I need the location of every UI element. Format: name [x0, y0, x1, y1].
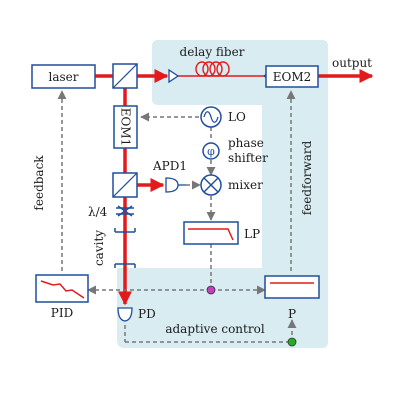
p-label: P: [288, 307, 296, 321]
pid-controller-box: [35, 274, 89, 303]
delay-fiber-label: delay fiber: [180, 45, 245, 59]
lo-label: LO: [228, 110, 246, 124]
phase-shifter-label-2: shifter: [228, 151, 268, 165]
laser-label: laser: [49, 70, 79, 84]
fiber-coupler-in-icon: [168, 68, 180, 84]
quarter-wave-label: λ/4: [88, 205, 108, 219]
eom1-label: EOM1: [119, 108, 133, 147]
phi-symbol-icon: φ: [207, 145, 215, 158]
eom2-label: EOM2: [273, 70, 312, 84]
pid-response-icon: [40, 280, 85, 299]
cavity-label: cavity: [92, 230, 106, 266]
panel-right-and-bottom: [117, 40, 328, 348]
adaptive-control-label: adaptive control: [165, 322, 264, 336]
cavity-mirror-top-icon: [114, 228, 136, 233]
feedback-label: feedback: [32, 155, 46, 211]
apd1-label: APD1: [152, 159, 187, 173]
lowpass-response-icon: [188, 228, 234, 241]
junction-dot-magenta: [206, 285, 216, 295]
cavity-mirror-bottom-icon: [114, 263, 136, 268]
eom1-box: EOM1: [113, 105, 138, 149]
signal-lines: [57, 90, 297, 343]
mixer-label: mixer: [228, 178, 263, 192]
mixer-icon: [200, 174, 222, 196]
phase-shifter-label-1: phase: [228, 136, 264, 150]
laser-box: laser: [31, 64, 96, 89]
junction-dot-green: [287, 337, 297, 347]
pd-detector-icon: [117, 307, 133, 322]
lo-oscillator: [200, 106, 222, 128]
feedforward-label: feedforward: [300, 140, 314, 215]
phase-shifter: φ: [202, 142, 220, 160]
laser-beam: [95, 69, 374, 306]
p-controller-box: [264, 275, 320, 299]
delay-fiber-coil-icon: [195, 61, 230, 77]
beam-splitter-top: [112, 63, 138, 89]
pid-label: PID: [51, 306, 73, 320]
pd-label: PD: [138, 307, 156, 321]
lp-label: LP: [244, 227, 260, 241]
sine-wave-icon: [203, 111, 219, 123]
apd1-detector-icon: [165, 177, 186, 193]
quarter-wave-plate-icon: [116, 205, 134, 217]
output-label: output: [332, 56, 372, 70]
beam-splitter-bottom: [112, 172, 138, 198]
eom2-box: EOM2: [265, 65, 319, 88]
lp-filter-box: [183, 221, 239, 245]
